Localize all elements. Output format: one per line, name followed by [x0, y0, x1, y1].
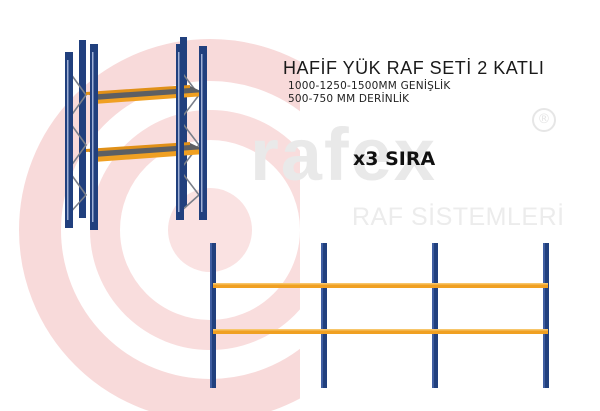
rack-upright-holes	[67, 52, 203, 222]
brand-tagline: RAF SİSTEMLERİ	[352, 203, 565, 231]
front-beam-lower	[213, 329, 548, 334]
watermark-dot	[168, 188, 252, 272]
rack-upright-front-right	[176, 44, 184, 220]
width-spec: 1000-1250-1500MM GENİŞLİK	[288, 80, 451, 92]
registered-mark: ®	[532, 108, 556, 132]
rack-upright-front-left2	[90, 44, 98, 230]
product-title: HAFİF YÜK RAF SETİ 2 KATLI	[283, 58, 545, 78]
front-beam-upper	[213, 283, 548, 288]
rack-upright-front-right2	[199, 46, 207, 220]
rack-beam-upper-back	[86, 85, 190, 95]
rack-upright-back-left	[79, 40, 86, 218]
rack-beam-lower-back	[86, 142, 190, 152]
front-upright-4	[543, 243, 549, 388]
row-quantity: x3 SIRA	[353, 148, 436, 170]
brand-logo-text: rafex	[250, 113, 437, 196]
rack-upright-front-left	[65, 52, 73, 228]
front-upright-3	[432, 243, 438, 388]
depth-spec: 500-750 MM DERİNLİK	[288, 93, 410, 105]
front-upright-2	[321, 243, 327, 388]
rack-shelf-lower	[86, 143, 205, 158]
front-upright-1	[210, 243, 216, 388]
rack-shelf-upper	[86, 86, 205, 101]
